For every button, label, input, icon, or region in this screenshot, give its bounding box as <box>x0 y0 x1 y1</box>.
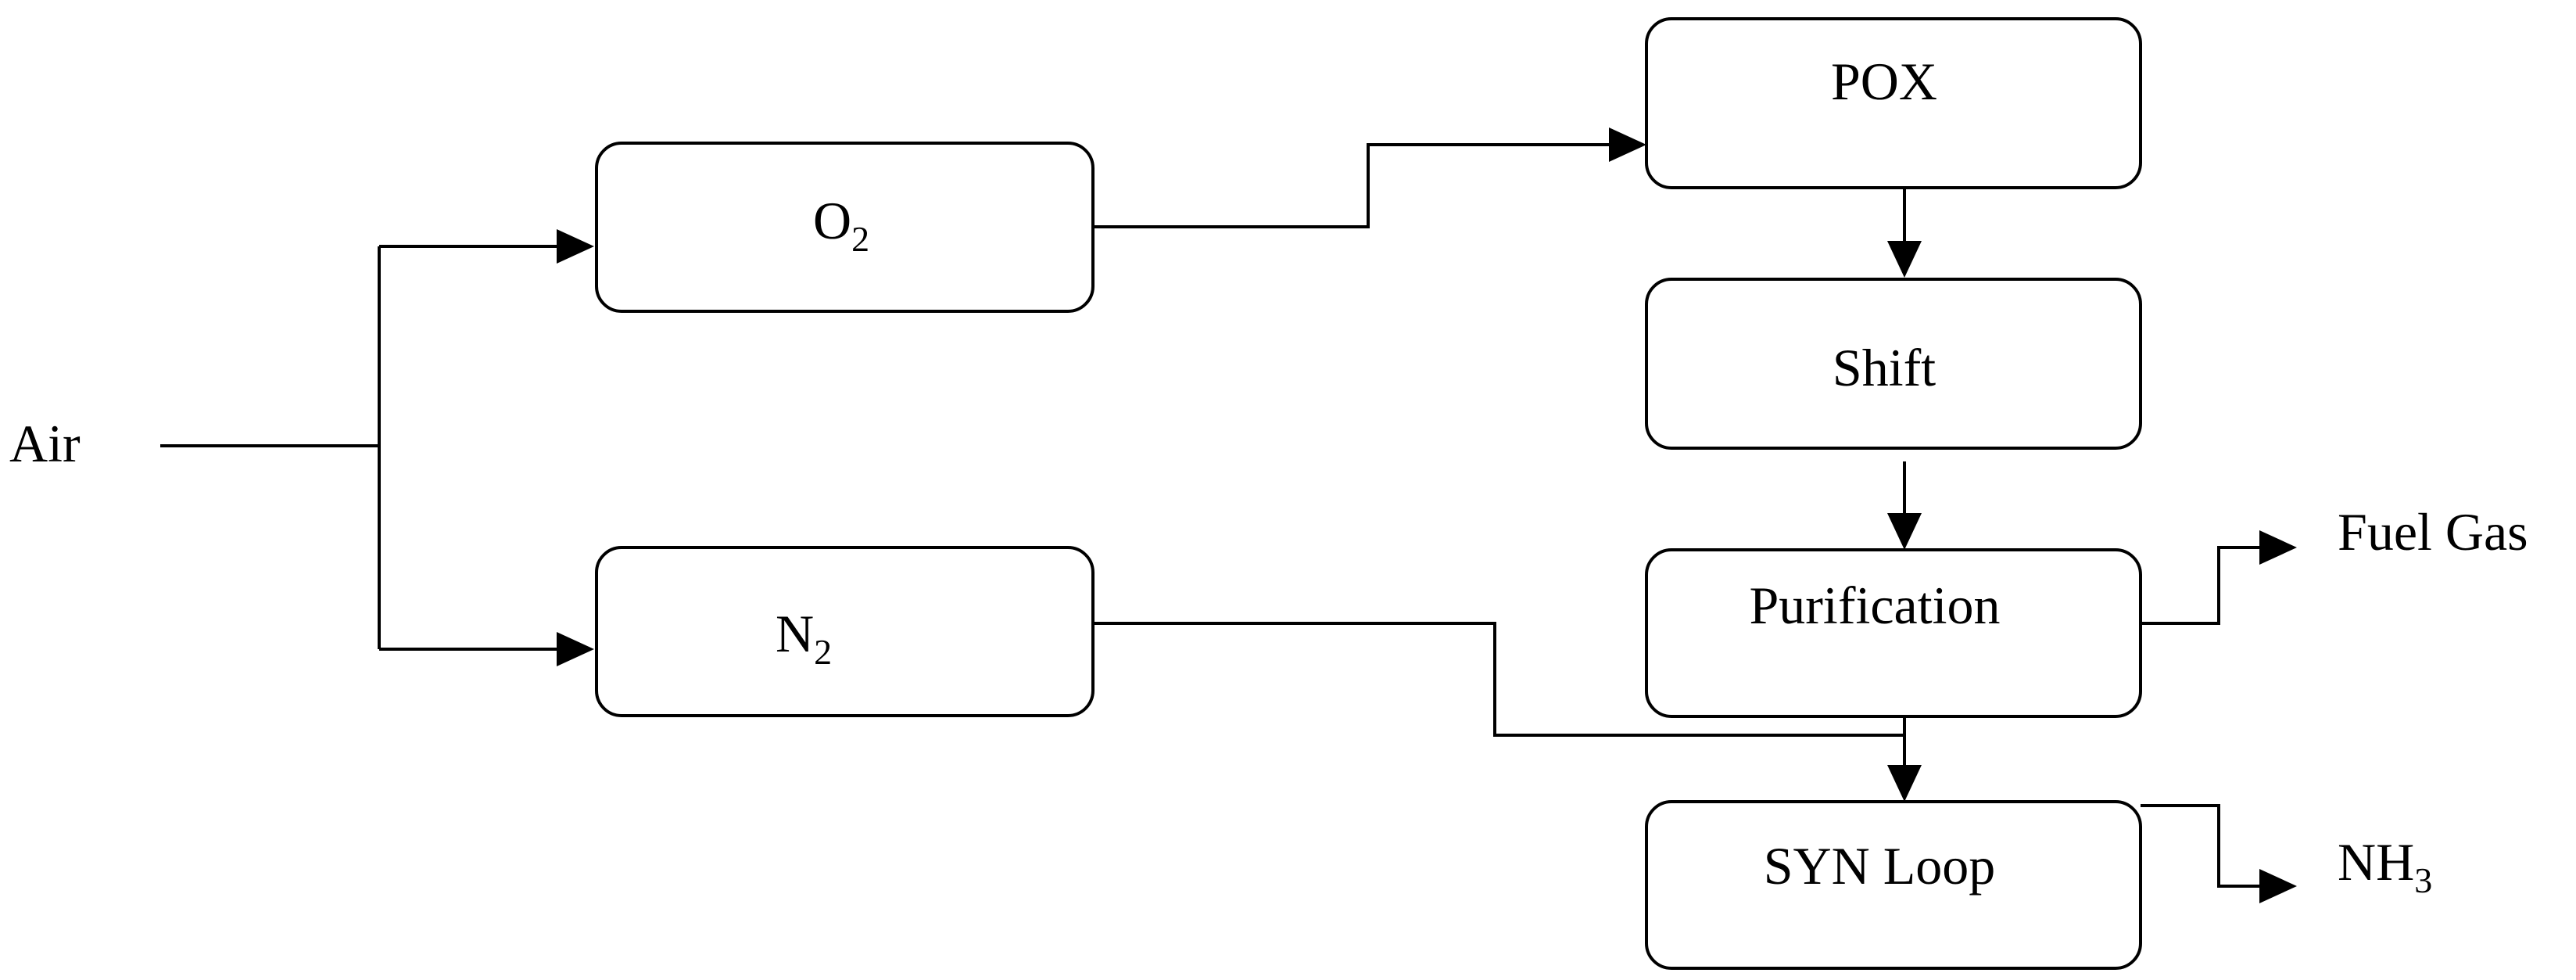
n2-label-base: N <box>776 604 814 663</box>
nh3-label-base: NH <box>2338 832 2414 892</box>
pox-unit-box: POX <box>1645 17 2142 189</box>
arrow-to-nh3 <box>2259 869 2297 903</box>
shift-unit-box: Shift <box>1645 278 2142 450</box>
o2-unit-box: O2 <box>595 142 1095 313</box>
n2-unit-box: N2 <box>595 546 1095 717</box>
arrow-to-synloop <box>1887 765 1922 802</box>
synloop-label: SYN Loop <box>1764 836 1996 896</box>
arrow-to-purification <box>1887 513 1922 550</box>
air-label: Air <box>9 414 81 473</box>
fuel-gas-output-label: Fuel Gas <box>2338 502 2528 562</box>
purification-to-fuel-gas-line <box>2141 546 2266 625</box>
arrow-to-shift <box>1887 241 1922 278</box>
arrow-to-pox <box>1609 127 1646 162</box>
arrow-to-n2 <box>557 632 594 666</box>
purification-label: Purification <box>1749 576 2000 635</box>
n2-label-sub: 2 <box>814 632 832 672</box>
nh3-label-sub: 3 <box>2414 860 2432 900</box>
synloop-unit-box: SYN Loop <box>1645 800 2142 970</box>
arrow-to-fuel-gas <box>2259 530 2297 565</box>
o2-label-base: O <box>813 191 851 250</box>
n2-to-synloop-line <box>1093 622 1904 737</box>
pox-label: POX <box>1831 52 1937 111</box>
synloop-to-nh3-line <box>2141 804 2266 888</box>
o2-label: O2 <box>813 191 869 259</box>
arrow-to-o2 <box>557 229 594 264</box>
nh3-output-label: NH3 <box>2338 832 2432 900</box>
air-splitter <box>160 245 563 651</box>
n2-label: N2 <box>776 604 832 672</box>
o2-to-pox-line <box>1093 143 1614 228</box>
shift-label: Shift <box>1833 338 1936 397</box>
o2-label-sub: 2 <box>851 219 869 259</box>
purification-unit-box: Purification <box>1645 548 2142 718</box>
